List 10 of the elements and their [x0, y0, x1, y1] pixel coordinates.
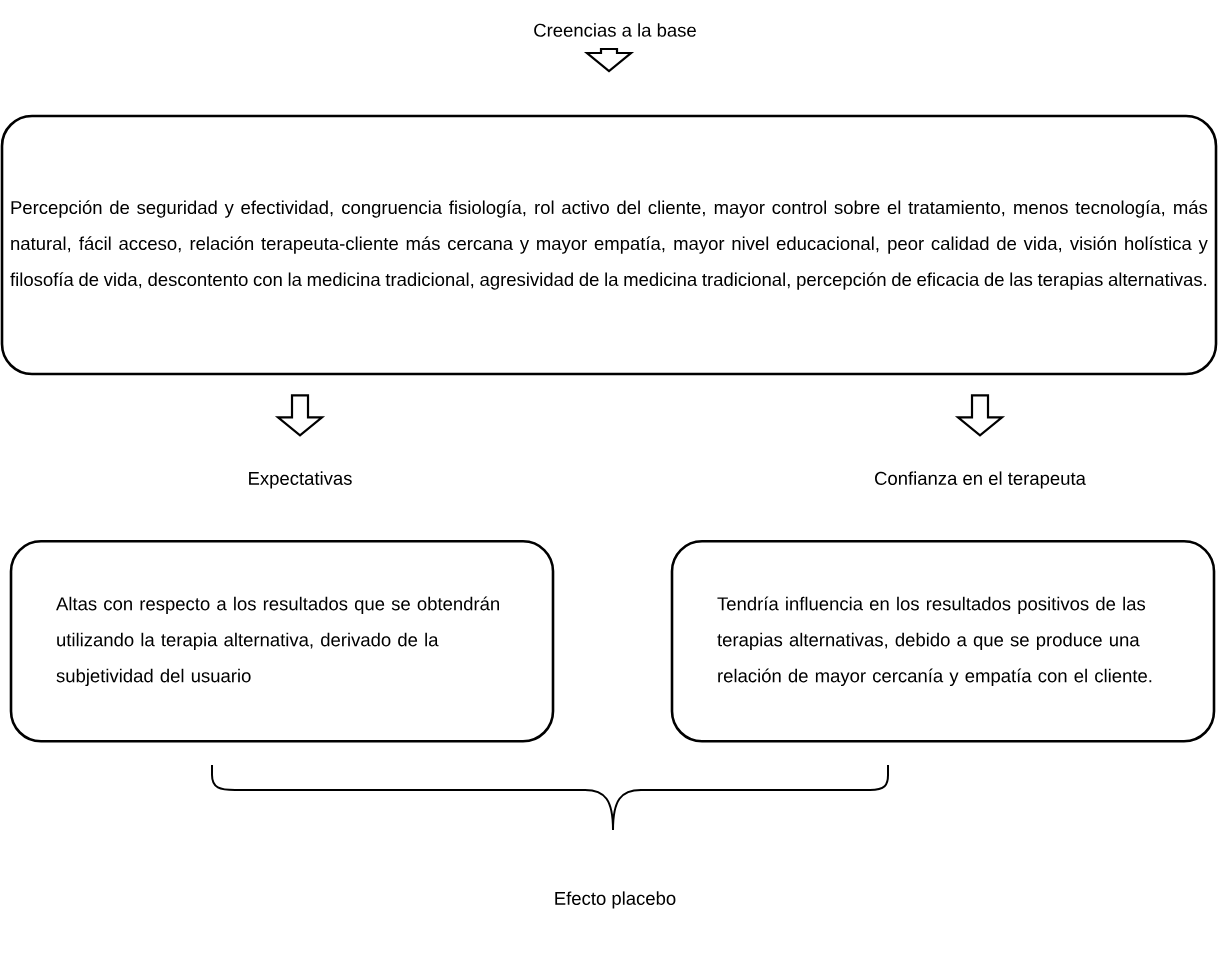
- rounded-box: Tendría influencia en los resultados positivos de las terapias alternativas, debido a que se produce una relación de mayor cercanía y empatía con el cliente.: [670, 540, 1216, 743]
- caption-text: Efecto placebo: [555, 891, 676, 909]
- caption-text: Creencias a la base: [534, 23, 696, 37]
- block-arrow: [583, 47, 635, 73]
- rounded-box: Percepción de seguridad y efectividad, congruencia fisiología, rol activo del cliente, mayor control sobre el tratamiento, menos tecnología, más natural, fácil acceso, relación terapeuta-cliente más cercana y mayor empatía, mayor nivel educacional, peor calidad de vida, visión holística y filosofía de vida, descontento con la medicina tradicional, agresividad de la medicina tradicional, percepción de eficacia de las terapias alternativas.: [0, 114, 1218, 376]
- heading-text: Expectativas: [249, 471, 352, 489]
- block-arrow: [954, 394, 1006, 437]
- block-arrow: [274, 394, 326, 437]
- heading-text: Confianza en el terapeuta: [875, 471, 1086, 489]
- rounded-box: Altas con respecto a los resultados que se obtendrán utilizando la terapia alternativa, derivado de la subjetividad del usuario: [9, 540, 555, 743]
